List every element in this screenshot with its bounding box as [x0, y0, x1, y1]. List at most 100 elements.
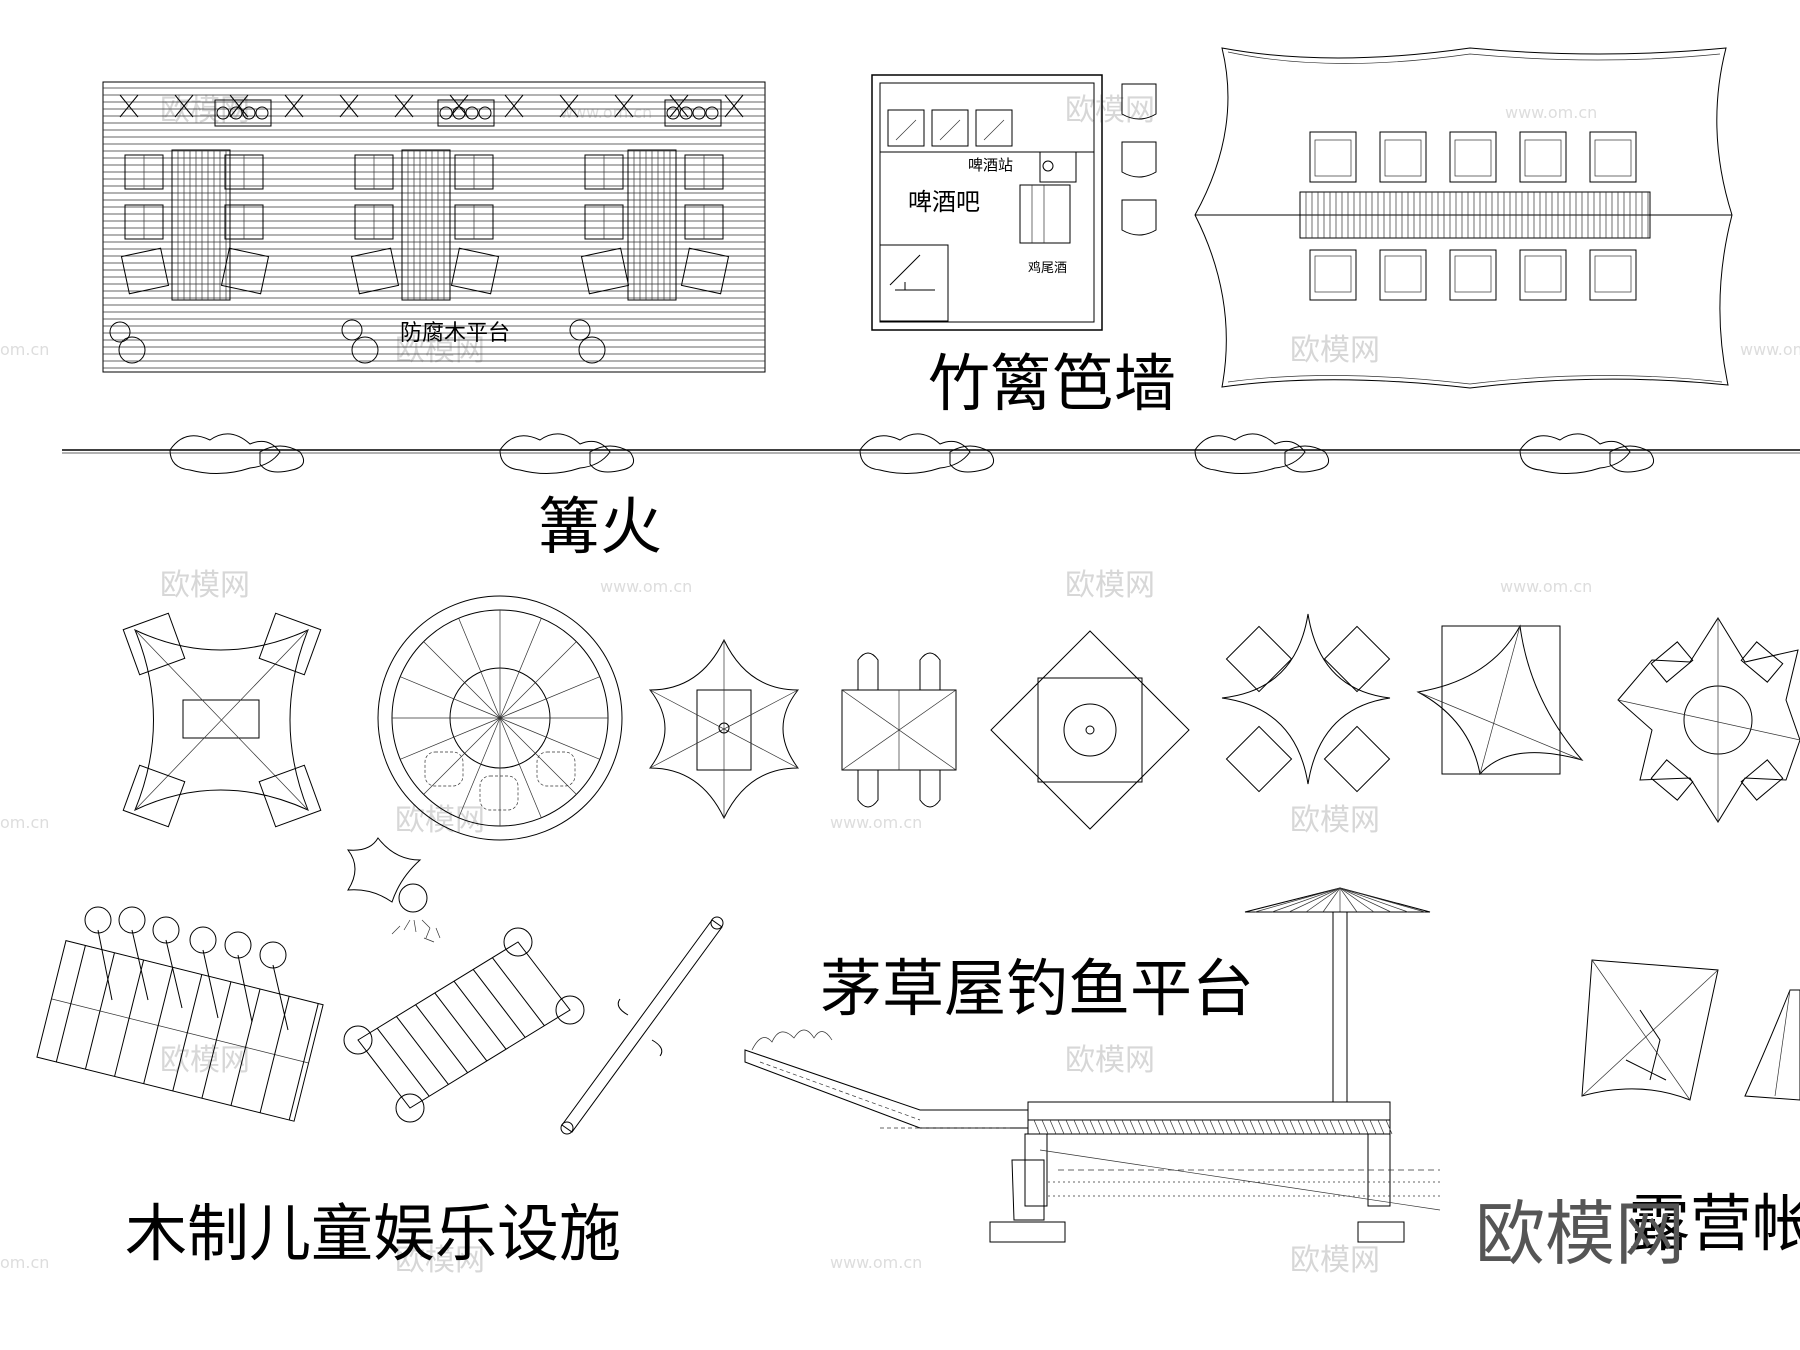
watermark-url-fragment: om.cn — [0, 813, 49, 832]
deck-hatch — [1089, 1119, 1097, 1135]
deck-hatch — [1097, 1119, 1105, 1135]
climbing-frame — [36, 940, 324, 1122]
deck-hatch — [1169, 1119, 1177, 1135]
deck-hatch — [1289, 1119, 1297, 1135]
fence-rock — [859, 433, 971, 474]
planter-box — [664, 99, 722, 127]
deck-hatch — [1281, 1119, 1289, 1135]
swing-poles — [84, 906, 289, 1031]
bamboo-fence-label: 竹篱笆墙 — [928, 347, 1176, 420]
tent-chair — [1449, 131, 1497, 183]
ladder-rung — [434, 992, 488, 1062]
climb-slat — [201, 981, 232, 1099]
deck-hatch — [1321, 1119, 1329, 1135]
deck-hatch — [1113, 1119, 1121, 1135]
deck-hatch — [1225, 1119, 1233, 1135]
fence-rock — [499, 433, 611, 474]
climb-slat — [84, 952, 115, 1070]
tent-chair-seat — [1384, 255, 1422, 293]
twisted-square-umbrella — [1416, 624, 1584, 776]
umbrella-spoke — [400, 676, 501, 719]
beer-station-label: 啤酒站 — [968, 156, 1013, 174]
tent-chair — [1449, 249, 1497, 301]
umbrella-spoke — [423, 641, 501, 719]
deck-hatch — [1241, 1119, 1249, 1135]
umbrella-rib — [1288, 887, 1341, 913]
deck-planks — [103, 87, 765, 369]
deck-hatch — [1249, 1119, 1257, 1135]
watermark-brand: 欧模网 — [1290, 803, 1380, 838]
watermark-brand: 欧模网 — [160, 1043, 250, 1078]
planter-box — [214, 99, 272, 127]
planter-plant — [439, 106, 453, 120]
planter-plant — [255, 106, 269, 120]
kids-play-label: 木制儿童娱乐设施 — [125, 1197, 621, 1270]
ladder-rung — [472, 969, 526, 1038]
fence-rock — [259, 445, 305, 473]
ladder-rung — [415, 1004, 468, 1074]
camping-tents — [1581, 959, 1800, 1101]
hex-umbrella — [648, 638, 800, 820]
deck-rafter — [669, 94, 689, 118]
watermark-brand: 欧模网 — [1290, 1243, 1380, 1278]
umbrella-spoke — [499, 641, 577, 719]
cross-umbrella — [990, 630, 1190, 830]
deck-hatch — [1273, 1119, 1281, 1135]
umbrella-plans — [122, 595, 1800, 841]
deck-hatch — [1161, 1119, 1169, 1135]
deck-rafter — [339, 94, 359, 118]
tent-chair-seat — [1594, 139, 1632, 177]
fence-rock — [949, 445, 995, 473]
planter-plant — [679, 106, 693, 120]
climb-slat — [172, 974, 203, 1092]
umbrella-rib — [1339, 887, 1392, 913]
fence-rock — [169, 433, 281, 474]
planter-plant — [229, 106, 243, 120]
watermark-brand: 欧模网 — [395, 803, 485, 838]
tent-chair — [1309, 249, 1357, 301]
deck-hatch — [1121, 1119, 1129, 1135]
fence-rock — [1609, 445, 1655, 473]
fence-rock — [1519, 433, 1631, 474]
umbrella-spoke — [458, 717, 501, 818]
deck-hatch — [1337, 1119, 1345, 1135]
deck-hatch — [1361, 1119, 1369, 1135]
deck-hatch — [1081, 1119, 1089, 1135]
deck-hatch — [1385, 1119, 1393, 1135]
planter-plant — [666, 106, 680, 120]
deck-hatch — [1065, 1119, 1073, 1135]
watermark-url-fragment: om.cn — [0, 340, 49, 359]
deck-hatch — [1073, 1119, 1081, 1135]
watermark-layer: 欧模网 www.om.cn 欧模网 www.om.cn om.cn 欧模网 欧模… — [0, 93, 1800, 1278]
umbrella-spoke — [499, 618, 542, 719]
deck-rafter — [449, 94, 469, 118]
camping-tent-label: 露营帐 — [1628, 1187, 1800, 1260]
beer-bar-label: 啤酒吧 — [908, 188, 980, 216]
tent-chair-seat — [1524, 139, 1562, 177]
deck-hatch — [1193, 1119, 1201, 1135]
umbrella-spoke — [499, 717, 542, 818]
watermark-brand: 欧模网 — [1065, 93, 1155, 128]
small-umbrella-plants — [346, 837, 441, 943]
tent-chair — [1519, 249, 1567, 301]
star-umbrella — [1221, 613, 1391, 793]
deck-rafter — [284, 94, 304, 118]
umbrella-spoke — [499, 717, 577, 795]
fence-rock — [1284, 445, 1330, 473]
deck-hatch — [1313, 1119, 1321, 1135]
planter-plant — [242, 106, 256, 120]
fence-rock — [1194, 433, 1306, 474]
cocktail-label: 鸡尾酒 — [1028, 260, 1067, 276]
climb-slat — [143, 967, 174, 1084]
deck-chair-angled — [120, 247, 170, 295]
umbrella-rib — [1339, 887, 1426, 913]
deck-plants — [109, 319, 606, 364]
ladder-rung — [376, 1027, 430, 1097]
umbrella-rib — [1339, 887, 1409, 913]
tent-chair-seat — [1524, 255, 1562, 293]
climb-slat — [230, 988, 261, 1106]
planter-plant — [465, 106, 479, 120]
watermark-brand: 欧模网 — [1290, 333, 1380, 368]
deck-hatch — [1145, 1119, 1153, 1135]
canopy-four-chairs — [122, 612, 322, 828]
